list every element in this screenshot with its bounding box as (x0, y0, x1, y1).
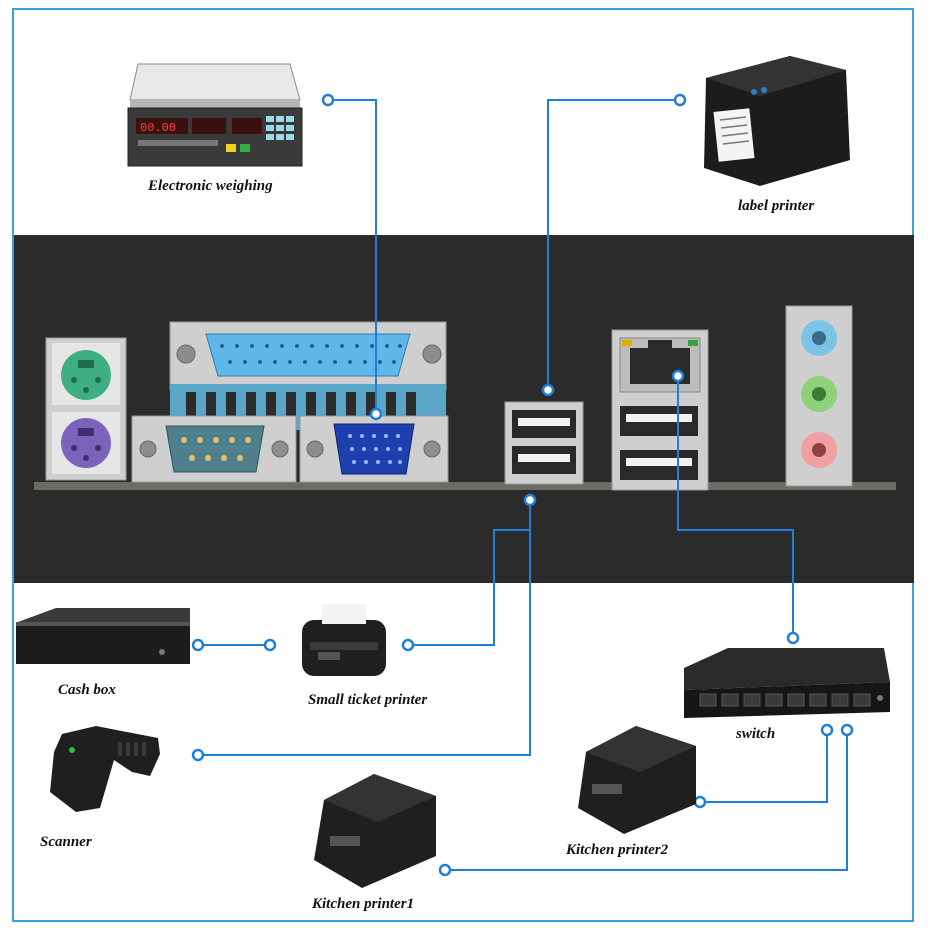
line-lan-switch (677, 376, 794, 638)
line-ticket-printer (408, 500, 531, 646)
io-shield-strip (34, 482, 896, 490)
cash-box-label: Cash box (58, 682, 116, 698)
lan-usb-stack (611, 329, 709, 491)
line-scale (328, 99, 377, 414)
receipt-printer-icon (578, 726, 696, 834)
switch-label: switch (736, 726, 776, 742)
audio-jacks (785, 305, 853, 487)
electronic-scale-icon: 00.00 (127, 63, 303, 167)
ps2-port-group (45, 337, 127, 481)
line-scanner (198, 500, 531, 756)
label-printer-icon (704, 56, 850, 186)
serial-com-port (131, 415, 297, 483)
connector-lines (198, 99, 848, 871)
small-ticket-printer-label: Small ticket printer (308, 692, 428, 708)
scanner-label: Scanner (40, 834, 92, 850)
cash-drawer-icon (16, 608, 190, 664)
line-label-printer (547, 99, 680, 390)
vga-port (299, 415, 449, 483)
connector-dots (191, 93, 854, 877)
parallel-port (169, 321, 447, 430)
network-switch-icon (684, 648, 890, 718)
line-kitchen-printer1 (445, 730, 848, 871)
line-kitchen-printer2 (700, 730, 828, 803)
receipt-printer-icon (302, 604, 386, 676)
ps2-mouse-port (61, 350, 111, 400)
motherboard-io-panel (14, 235, 914, 583)
label-printer-label: label printer (738, 198, 815, 214)
kitchen-printer2-label: Kitchen printer2 (566, 842, 669, 858)
barcode-scanner-icon (50, 726, 160, 812)
scale-label: Electronic weighing (148, 178, 273, 194)
kitchen-printer1-label: Kitchen printer1 (312, 896, 415, 912)
usb-port-stack (504, 401, 584, 485)
ps2-keyboard-port (61, 418, 111, 468)
receipt-printer-icon (314, 774, 436, 888)
svg-text:00.00: 00.00 (140, 121, 176, 135)
